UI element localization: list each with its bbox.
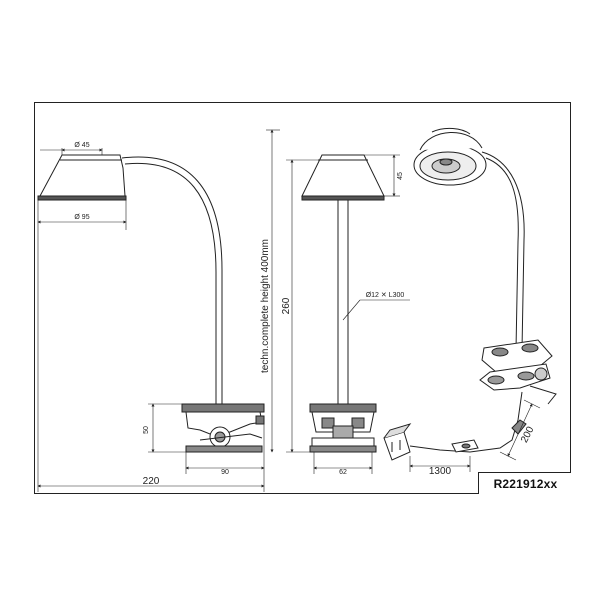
cable-switch bbox=[451, 439, 479, 453]
dim-cable-length: 1300 bbox=[429, 466, 452, 477]
dim-overall-height: 260 bbox=[281, 297, 292, 314]
perspective-gooseneck bbox=[481, 151, 525, 351]
front-clip bbox=[309, 403, 377, 453]
part-number-box: R221912xx bbox=[478, 472, 571, 494]
dim-base-width: 62 bbox=[339, 469, 347, 476]
front-dimensions bbox=[266, 129, 410, 474]
dim-shade-bottom: Ø 95 bbox=[74, 214, 89, 221]
dim-total-width: 220 bbox=[143, 476, 160, 487]
side-gooseneck bbox=[121, 156, 223, 405]
perspective-clip bbox=[479, 339, 557, 405]
dim-shade-top: Ø 45 bbox=[74, 142, 89, 149]
perspective-dimensions bbox=[409, 399, 541, 472]
power-adapter bbox=[383, 423, 412, 461]
side-clip bbox=[181, 403, 265, 453]
front-stem bbox=[337, 199, 349, 409]
part-number: R221912xx bbox=[493, 477, 558, 491]
front-shade bbox=[301, 154, 385, 197]
side-shade bbox=[39, 154, 126, 197]
perspective-view bbox=[383, 127, 557, 461]
dim-complete-height-note: techn.complete height 400mm bbox=[260, 239, 271, 373]
drawing-frame bbox=[34, 102, 571, 494]
perspective-head bbox=[413, 127, 487, 186]
dim-clip-width: 90 bbox=[221, 469, 229, 476]
side-view bbox=[37, 154, 265, 453]
side-dimensions bbox=[37, 148, 265, 492]
front-view bbox=[301, 154, 385, 453]
dim-shade-height: 45 bbox=[397, 172, 404, 180]
dim-stem: Ø12 ✕ L300 bbox=[366, 292, 405, 299]
dim-clip-height: 50 bbox=[143, 426, 150, 434]
